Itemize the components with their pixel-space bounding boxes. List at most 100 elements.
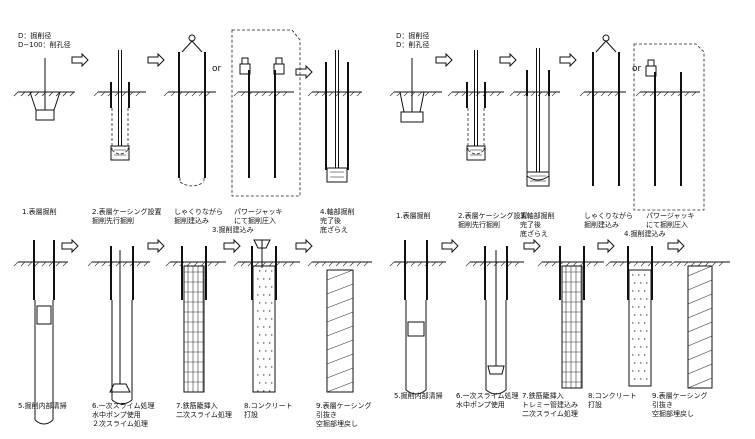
ground-hatch <box>690 261 696 267</box>
ground-hatch <box>417 91 423 97</box>
ground-hatch <box>356 91 362 97</box>
ground-hatch <box>431 261 437 267</box>
ground-hatch <box>314 91 320 97</box>
ground-hatch <box>20 261 26 267</box>
l-arrow-2 <box>147 52 165 68</box>
ground-hatch <box>170 91 176 97</box>
r-group-caption: 4.掘削建込み <box>624 229 666 238</box>
l9-backfill-hatch <box>326 367 354 379</box>
r4a-sling <box>595 40 617 53</box>
r8-aggregate-dot <box>632 354 634 356</box>
l9-backfill-hatch <box>326 353 354 365</box>
l8-aggregate-dot <box>263 390 265 392</box>
l8-aggregate-dot <box>269 358 271 360</box>
l8-aggregate-dot <box>257 342 259 344</box>
l8-aggregate-dot <box>271 382 273 384</box>
r8-aggregate-dot <box>634 378 636 380</box>
ground-hatch <box>579 91 585 97</box>
ground-hatch <box>676 261 682 267</box>
ground-hatch <box>389 261 395 267</box>
ground-hatch <box>254 261 260 267</box>
ground-hatch <box>307 261 313 267</box>
ground-hatch <box>403 91 409 97</box>
r8-aggregate-dot <box>634 314 636 316</box>
r8-aggregate-dot <box>644 338 646 340</box>
ground-hatch <box>572 261 578 267</box>
ground-hatch <box>461 91 467 97</box>
ground-hatch <box>669 261 675 267</box>
l-bot-caption-1: 5.掘削内部清掃 <box>18 401 67 410</box>
l8-aggregate-dot <box>265 366 267 368</box>
ground-hatch <box>93 91 99 97</box>
l-top-caption-1: 1.表層掘削 <box>22 207 57 216</box>
ground-hatch <box>697 261 703 267</box>
r8-aggregate-dot <box>638 306 640 308</box>
r8-aggregate-dot <box>640 314 642 316</box>
r8-aggregate-dot <box>644 354 646 356</box>
ground-hatch <box>193 261 199 267</box>
ground-hatch <box>640 261 646 267</box>
l9-backfill <box>326 269 354 393</box>
r8-aggregate-dot <box>644 290 646 292</box>
l8-aggregate-dot <box>263 358 265 360</box>
l8-aggregate-dot <box>257 326 259 328</box>
ground-hatch <box>612 261 618 267</box>
ground-hatch <box>289 261 295 267</box>
r-top-caption-4: しゃくりながら掘削建込み <box>584 211 633 229</box>
r8-aggregate-dot <box>640 378 642 380</box>
r8-aggregate-dot <box>644 306 646 308</box>
ground-hatch <box>321 261 327 267</box>
l-bot-caption-4: 8.コンクリート打設 <box>244 402 293 419</box>
r-bot-caption-3: 7.鉄筋籠挿入トレミー管建込み二次スライム処理 <box>522 391 578 418</box>
r9-backfill-hatch <box>687 363 713 375</box>
l8-aggregate-dot <box>265 382 267 384</box>
ground-hatch <box>335 261 341 267</box>
ground-hatch <box>544 261 550 267</box>
l8-aggregate-dot <box>257 278 259 280</box>
l-top-caption-2: 2.表層ケーシング設置掘削先行掘削 <box>92 207 162 225</box>
ground-hatch <box>633 261 639 267</box>
l9-backfill-hatch <box>326 325 354 337</box>
ground-hatch <box>48 91 54 97</box>
r8-aggregate-dot <box>640 362 642 364</box>
ground-hatch <box>691 91 697 97</box>
r-top-caption-3: 3.軸部掘削完了後底ざらえ <box>520 211 555 238</box>
r8-aggregate-dot <box>646 298 648 300</box>
r8-aggregate-dot <box>638 322 640 324</box>
r9-backfill-hatch <box>687 349 713 361</box>
ground-hatch <box>62 261 68 267</box>
r-arrow-7 <box>597 238 615 254</box>
r8-aggregate-dot <box>632 338 634 340</box>
ground-hatch <box>172 261 178 267</box>
l5-shaft-bottom <box>34 419 54 425</box>
ground-hatch <box>454 91 460 97</box>
l8-aggregate-dot <box>269 278 271 280</box>
ground-hatch <box>314 261 320 267</box>
l6-pump-icon <box>109 383 131 393</box>
ground-hatch <box>115 261 121 267</box>
r8-concrete <box>628 269 652 387</box>
l8-aggregate-dot <box>265 318 267 320</box>
ground-hatch <box>537 261 543 267</box>
l9-backfill-hatch <box>326 297 354 309</box>
r8-aggregate-dot <box>640 346 642 348</box>
l1-bucket <box>35 109 55 121</box>
ground-hatch <box>509 91 515 97</box>
l8-aggregate-dot <box>259 382 261 384</box>
r8-aggregate-dot <box>632 370 634 372</box>
ground-hatch <box>135 91 141 97</box>
l8-aggregate-dot <box>271 366 273 368</box>
l8-aggregate-dot <box>265 270 267 272</box>
r8-aggregate-dot <box>646 314 648 316</box>
ground-hatch <box>94 261 100 267</box>
ground-hatch <box>635 91 641 97</box>
l8-aggregate-dot <box>271 334 273 336</box>
l-arrow-8 <box>295 238 313 254</box>
ground-hatch <box>233 91 239 97</box>
ground-hatch <box>27 91 33 97</box>
ground-hatch <box>342 261 348 267</box>
ground-hatch <box>143 261 149 267</box>
l3a-sling <box>181 40 203 53</box>
l8-aggregate-dot <box>259 334 261 336</box>
ground-hatch <box>48 261 54 267</box>
